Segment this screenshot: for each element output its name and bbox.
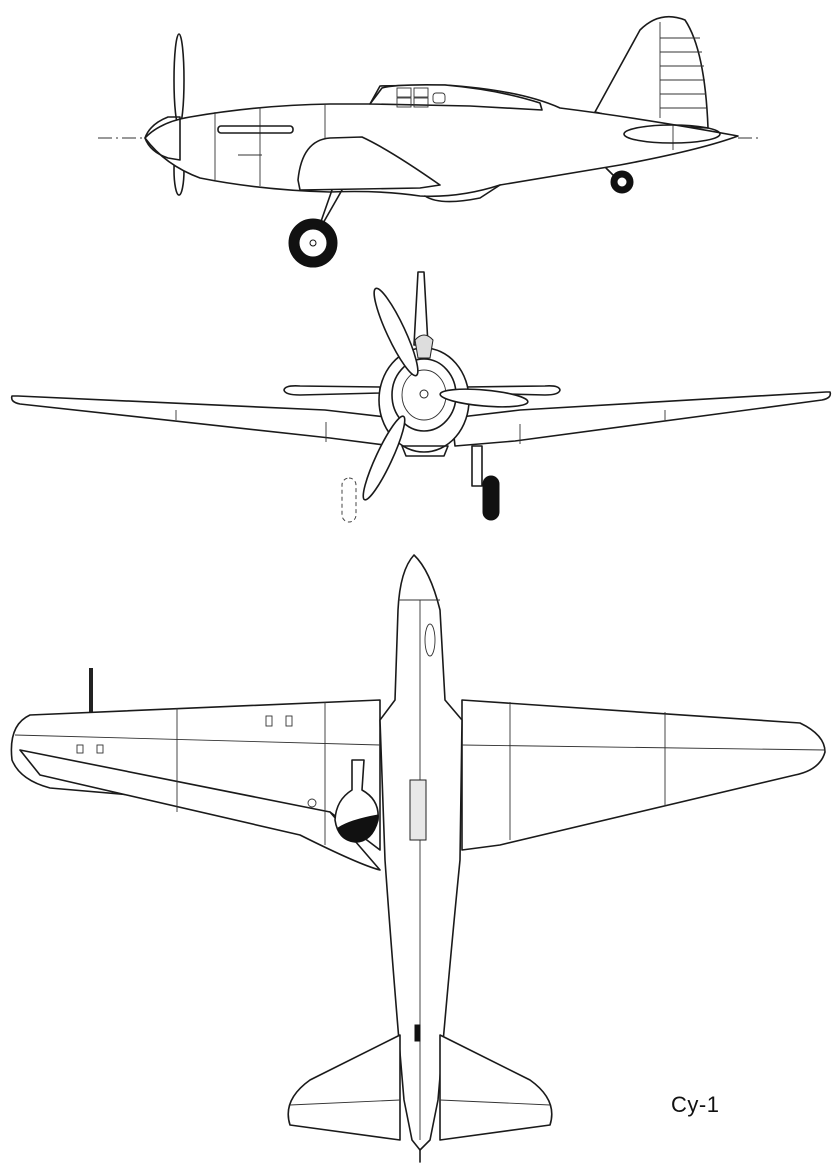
canopy-front (414, 334, 434, 359)
canopy (369, 84, 543, 111)
main-wheel-front (482, 475, 500, 521)
fuselage (144, 84, 739, 198)
left-trailing-edge (19, 749, 381, 871)
front-view (10, 271, 832, 523)
left-wing-front (10, 395, 396, 447)
propeller-blade-1 (373, 287, 419, 377)
spinner (144, 116, 181, 161)
right-wing-plan (461, 699, 826, 851)
left-stabilizer (287, 1034, 401, 1141)
propeller-blade-2 (439, 388, 529, 408)
tailplane-side (623, 124, 721, 144)
cockpit-plan (409, 779, 427, 841)
side-view (98, 15, 760, 268)
wing-root-side (297, 136, 441, 191)
gun-barrel (217, 125, 294, 134)
chin-intake (401, 445, 449, 457)
right-stabilizer (439, 1034, 553, 1141)
gear-strut-front (471, 445, 483, 487)
right-wing-front (451, 391, 832, 447)
retracted-wheel-outline (341, 477, 357, 523)
tail-wheel-plan (414, 1024, 421, 1042)
aircraft-designation-label: Су-1 (671, 1092, 720, 1117)
antenna-mast (89, 668, 93, 714)
propeller-blade-3 (362, 415, 406, 501)
vertical-fin (594, 15, 709, 129)
